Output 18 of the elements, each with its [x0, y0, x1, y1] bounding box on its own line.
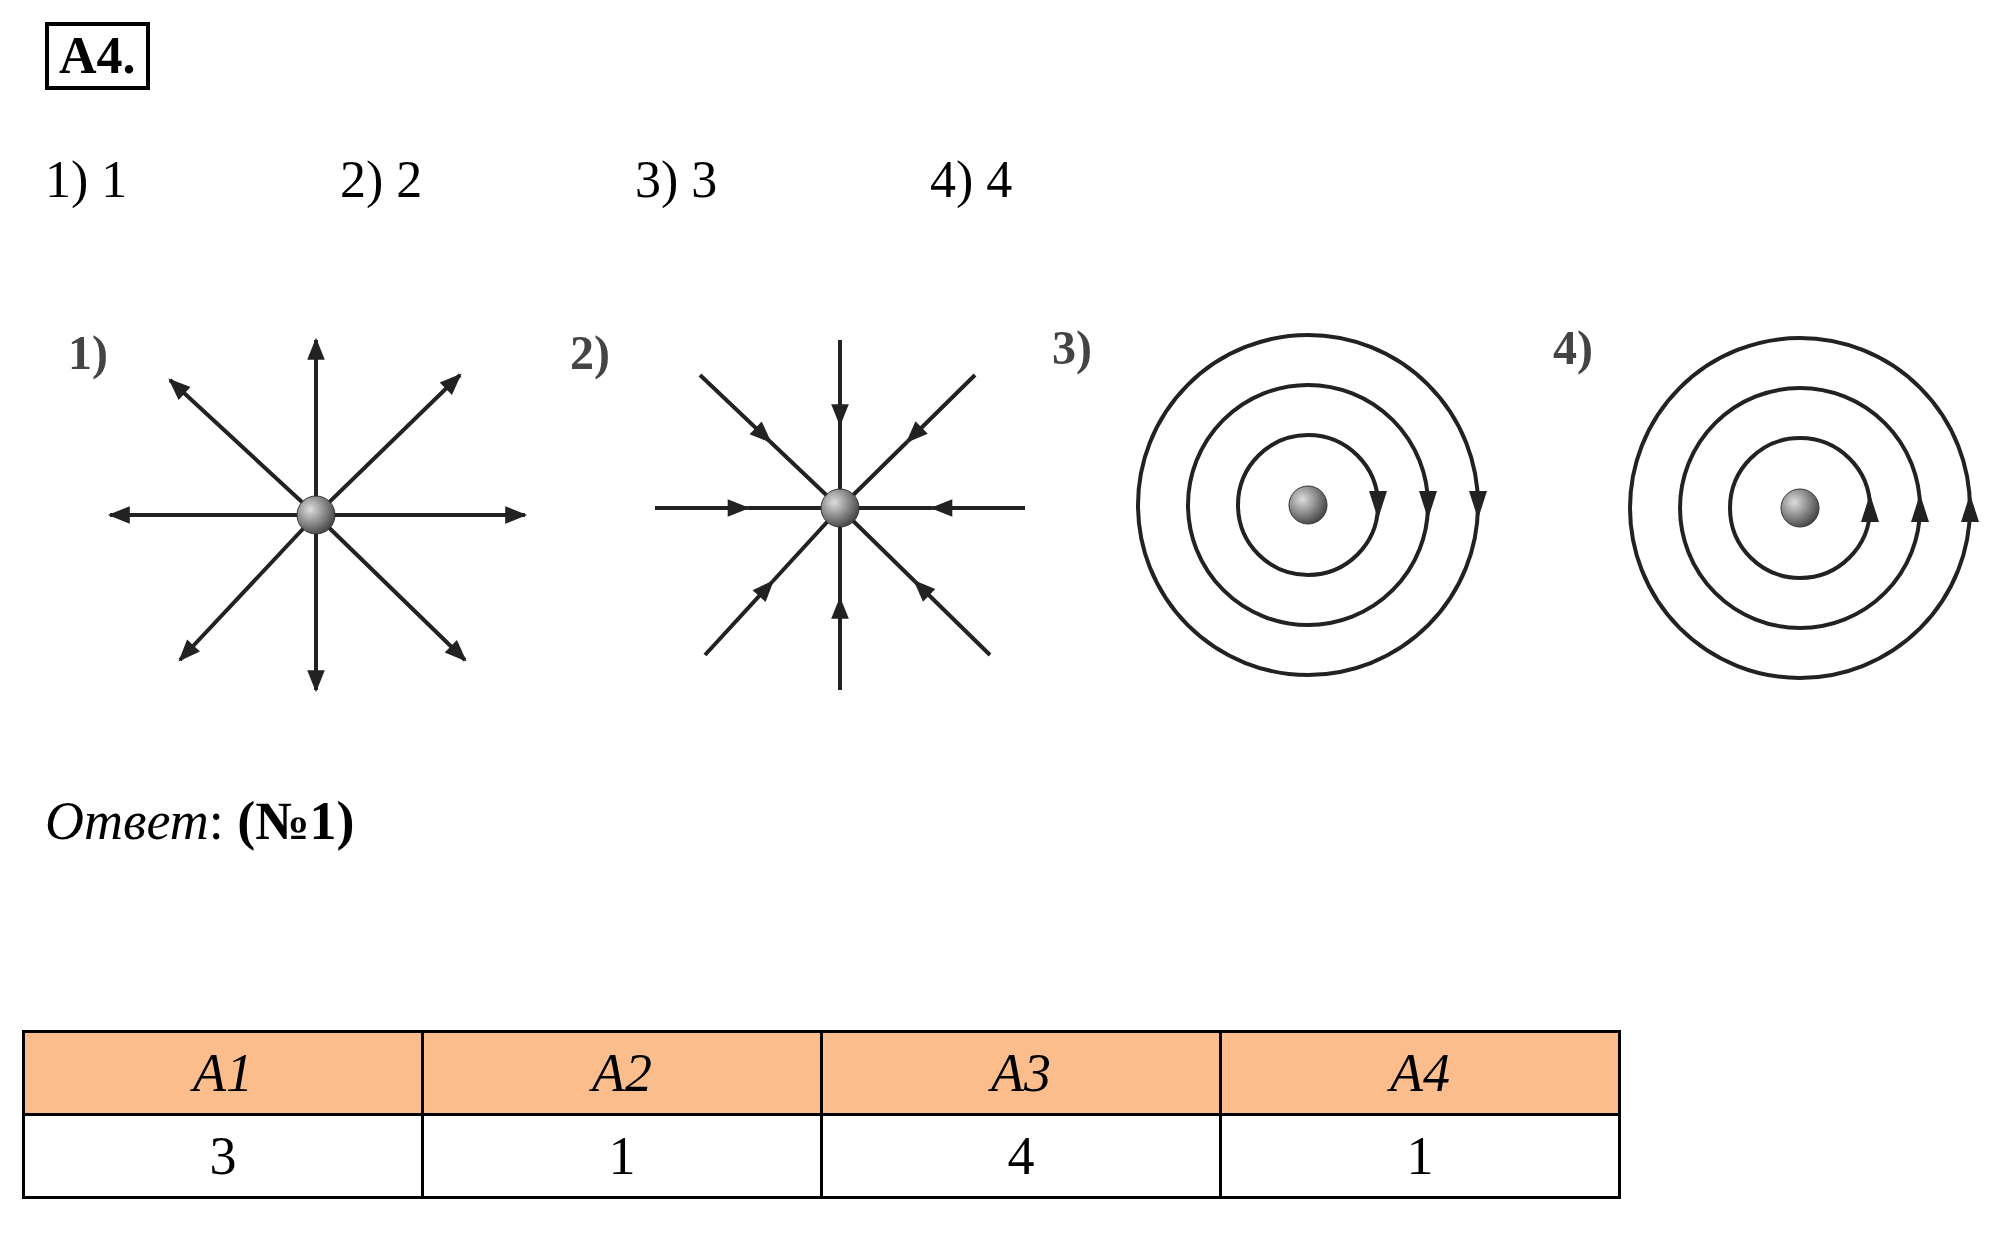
table-header-cell: A4	[1220, 1031, 1620, 1115]
answer-text: Ответ: (№1)	[45, 790, 355, 852]
answer-option: 1) 1	[45, 150, 128, 209]
answer-option: 4) 4	[930, 150, 1013, 209]
figure-label: 4)	[1553, 320, 1593, 375]
table-cell: 1	[422, 1114, 822, 1198]
table-cell: 3	[23, 1114, 423, 1198]
figure-label: 1)	[68, 325, 108, 380]
figure-label: 3)	[1052, 320, 1092, 375]
table-header-cell: A2	[422, 1031, 822, 1115]
figure-label: 2)	[570, 325, 610, 380]
answer-option: 3) 3	[635, 150, 718, 209]
table-header-cell: A3	[821, 1031, 1221, 1115]
answer-option: 2) 2	[340, 150, 423, 209]
table-header-cell: A1	[23, 1031, 423, 1115]
problem-number: A4.	[45, 22, 150, 90]
table-cell: 1	[1220, 1114, 1620, 1198]
table-cell: 4	[821, 1114, 1221, 1198]
